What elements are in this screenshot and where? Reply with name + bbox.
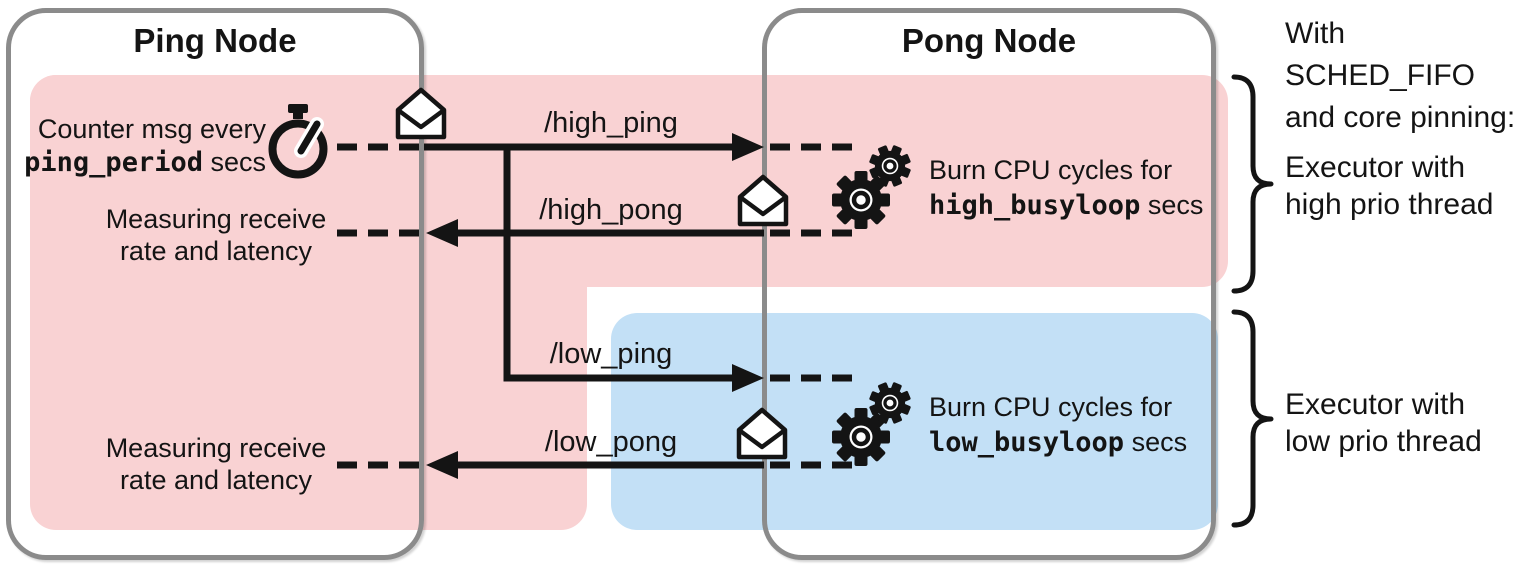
envelope-icon-ping-out <box>395 87 447 140</box>
measure-high-line1: Measuring receive <box>105 204 327 234</box>
burn-high-param-suffix: secs <box>1140 190 1204 220</box>
measure-low-line1: Measuring receive <box>105 433 327 463</box>
annotation-header-line2: and core pinning: <box>1285 101 1516 134</box>
burn-low-label: Burn CPU cycles for low_busyloop secs <box>929 390 1187 460</box>
envelope-icon-high-pong <box>737 174 789 227</box>
annotation-header-line1: With SCHED_FIFO <box>1285 17 1476 92</box>
pong-node-title: Pong Node <box>901 22 1077 59</box>
topic-label-high-pong: /high_pong <box>539 194 683 226</box>
timer-param-suffix: secs <box>202 147 266 177</box>
measure-low-line2: rate and latency <box>119 465 313 495</box>
timer-param-code: ping_period <box>24 147 203 178</box>
envelope-icon-low-pong <box>736 407 788 460</box>
burn-low-line2: low_busyloop secs <box>929 425 1187 460</box>
burn-high-param-code: high_busyloop <box>929 190 1141 221</box>
measure-low-label: Measuring receive rate and latency <box>100 432 332 496</box>
measure-high-label: Measuring receive rate and latency <box>100 203 332 267</box>
burn-low-param-suffix: secs <box>1124 427 1188 457</box>
gears-icon-high <box>832 145 911 229</box>
executor-low-line1: Executor with <box>1285 388 1466 421</box>
burn-high-line2: high_busyloop secs <box>929 188 1203 223</box>
burn-low-line1: Burn CPU cycles for <box>929 392 1173 422</box>
topic-label-low-ping: /low_ping <box>549 338 673 370</box>
executor-high-line2: high prio thread <box>1285 188 1494 221</box>
curly-brace-high <box>1231 74 1274 294</box>
measure-high-line2: rate and latency <box>119 236 313 266</box>
topic-label-low-pong: /low_pong <box>544 426 678 458</box>
ping-node-title: Ping Node <box>133 22 297 59</box>
executor-low-line2: low prio thread <box>1285 425 1482 458</box>
gears-icon-low <box>832 382 911 466</box>
executor-high-label: Executor with high prio thread <box>1285 149 1493 223</box>
burn-high-label: Burn CPU cycles for high_busyloop secs <box>929 153 1203 223</box>
arrow-high-pong <box>337 219 854 247</box>
ping-node-box <box>6 8 424 560</box>
pong-node-box <box>762 8 1216 560</box>
arrow-low-pong <box>337 451 854 479</box>
arrow-high-ping <box>337 133 854 161</box>
executor-high-line1: Executor with <box>1285 151 1466 184</box>
annotation-header: With SCHED_FIFO and core pinning: <box>1285 13 1522 139</box>
burn-low-param-code: low_busyloop <box>929 427 1125 458</box>
timer-label: Counter msg every ping_period secs <box>20 113 266 179</box>
arrow-low-ping <box>503 147 854 392</box>
stopwatch-icon <box>268 104 328 179</box>
topic-label-high-ping: /high_ping <box>544 107 678 139</box>
timer-label-line1: Counter msg every <box>37 114 266 144</box>
burn-high-line1: Burn CPU cycles for <box>929 155 1173 185</box>
executor-low-label: Executor with low prio thread <box>1285 386 1482 460</box>
curly-brace-low <box>1231 309 1274 528</box>
low-priority-region <box>611 313 1218 530</box>
timer-label-line2: ping_period secs <box>20 146 266 179</box>
